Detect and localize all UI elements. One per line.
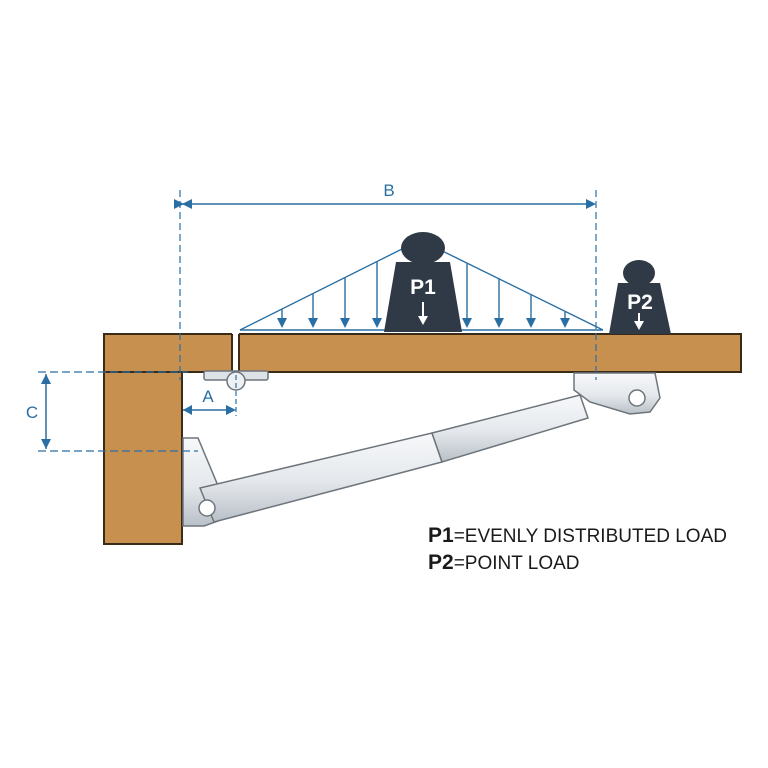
legend-text-p1: =EVENLY DISTRIBUTED LOAD <box>453 526 727 547</box>
dimension-c: C <box>26 371 198 452</box>
legend-key-p1: P1 <box>428 524 454 547</box>
dimension-a-label: A <box>202 387 214 406</box>
strut <box>182 372 661 527</box>
legend: P1=EVENLY DISTRIBUTED LOAD P2=POINT LOAD <box>428 523 748 577</box>
weight-p2: P2 <box>609 260 671 334</box>
shelf-hinge-gap <box>232 333 239 374</box>
legend-item-p2: P2=POINT LOAD <box>428 550 748 577</box>
legend-text-p2: =POINT LOAD <box>453 553 580 574</box>
dimension-a: A <box>183 375 237 416</box>
dimension-c-label: C <box>26 403 38 422</box>
weight-p1-label: P1 <box>410 276 436 299</box>
weight-p2-label: P2 <box>627 291 653 314</box>
weight-p1: P1 <box>384 232 462 332</box>
dimension-b-label: B <box>383 181 394 200</box>
shelf-board <box>103 333 742 373</box>
dimension-b: B <box>174 181 597 380</box>
legend-key-p2: P2 <box>428 551 454 574</box>
legend-item-p1: P1=EVENLY DISTRIBUTED LOAD <box>428 523 748 550</box>
